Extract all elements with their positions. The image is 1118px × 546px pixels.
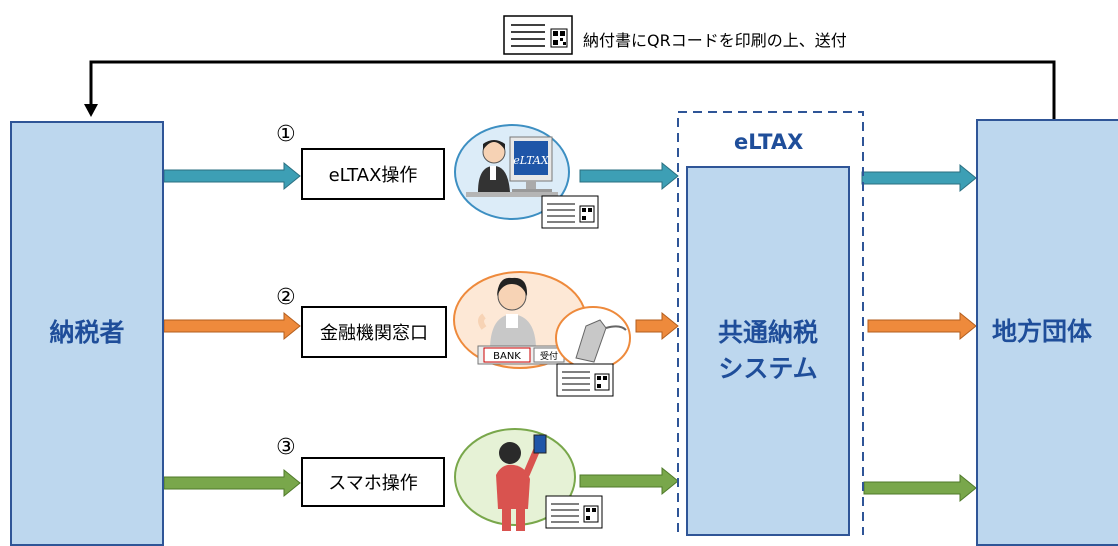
top-label: 納付書にQRコードを印刷の上、送付 bbox=[583, 31, 847, 50]
row2-arrow-mid bbox=[635, 311, 679, 341]
computer-operator-illustration: eLTAX bbox=[454, 124, 570, 220]
reception-sign: 受付 bbox=[540, 350, 558, 362]
row2-arrow-left bbox=[163, 311, 301, 341]
method-label-3: スマホ操作 bbox=[328, 473, 418, 494]
row2-arrow-right bbox=[867, 311, 977, 341]
method-number-2: ② bbox=[276, 285, 296, 310]
method-number-1: ① bbox=[276, 122, 296, 147]
row3-arrow-mid bbox=[579, 466, 679, 496]
smartphone-user-illustration bbox=[454, 428, 576, 531]
qr-document-icon-2 bbox=[556, 363, 614, 397]
qr-document-icon-1 bbox=[541, 195, 599, 229]
monitor-logo: eLTAX bbox=[513, 154, 550, 167]
taxpayer-box: 納税者 bbox=[10, 121, 164, 546]
method-label-2: 金融機関窓口 bbox=[320, 323, 428, 344]
feedback-arrowhead bbox=[84, 104, 98, 117]
system-line-1: 共通納税 bbox=[717, 317, 818, 347]
row3-arrow-left bbox=[163, 468, 301, 498]
row1-arrow-right bbox=[861, 163, 977, 193]
row1-arrows bbox=[163, 161, 977, 193]
qr-document-icon-3 bbox=[545, 495, 603, 529]
row1-arrow-mid bbox=[579, 161, 679, 191]
qr-document-icon bbox=[503, 15, 573, 55]
bank-teller-illustration: BANK 受付 bbox=[453, 271, 631, 370]
bank-sign: BANK bbox=[493, 351, 521, 362]
eltax-group-border bbox=[677, 111, 864, 535]
eltax-group-label: eLTAX bbox=[734, 130, 804, 154]
row3-arrow-right bbox=[863, 473, 977, 503]
local-gov-label: 地方団体 bbox=[992, 317, 1093, 347]
method-box-eltax: eLTAX操作 bbox=[301, 148, 445, 200]
feedback-line bbox=[89, 60, 1056, 119]
method-number-3: ③ bbox=[276, 435, 296, 460]
method-label-1: eLTAX操作 bbox=[328, 165, 418, 186]
local-gov-box: 地方団体 bbox=[976, 119, 1118, 546]
common-tax-system-box: 共通納税 システム bbox=[686, 166, 850, 536]
method-box-bank: 金融機関窓口 bbox=[301, 306, 447, 358]
row3-arrows bbox=[163, 466, 977, 503]
connectors-layer bbox=[84, 60, 1056, 535]
method-box-smartphone: スマホ操作 bbox=[301, 457, 445, 507]
row1-arrow-left bbox=[163, 161, 301, 191]
taxpayer-label: 納税者 bbox=[49, 318, 125, 348]
row2-arrows bbox=[163, 311, 977, 341]
system-line-2: システム bbox=[718, 354, 818, 383]
